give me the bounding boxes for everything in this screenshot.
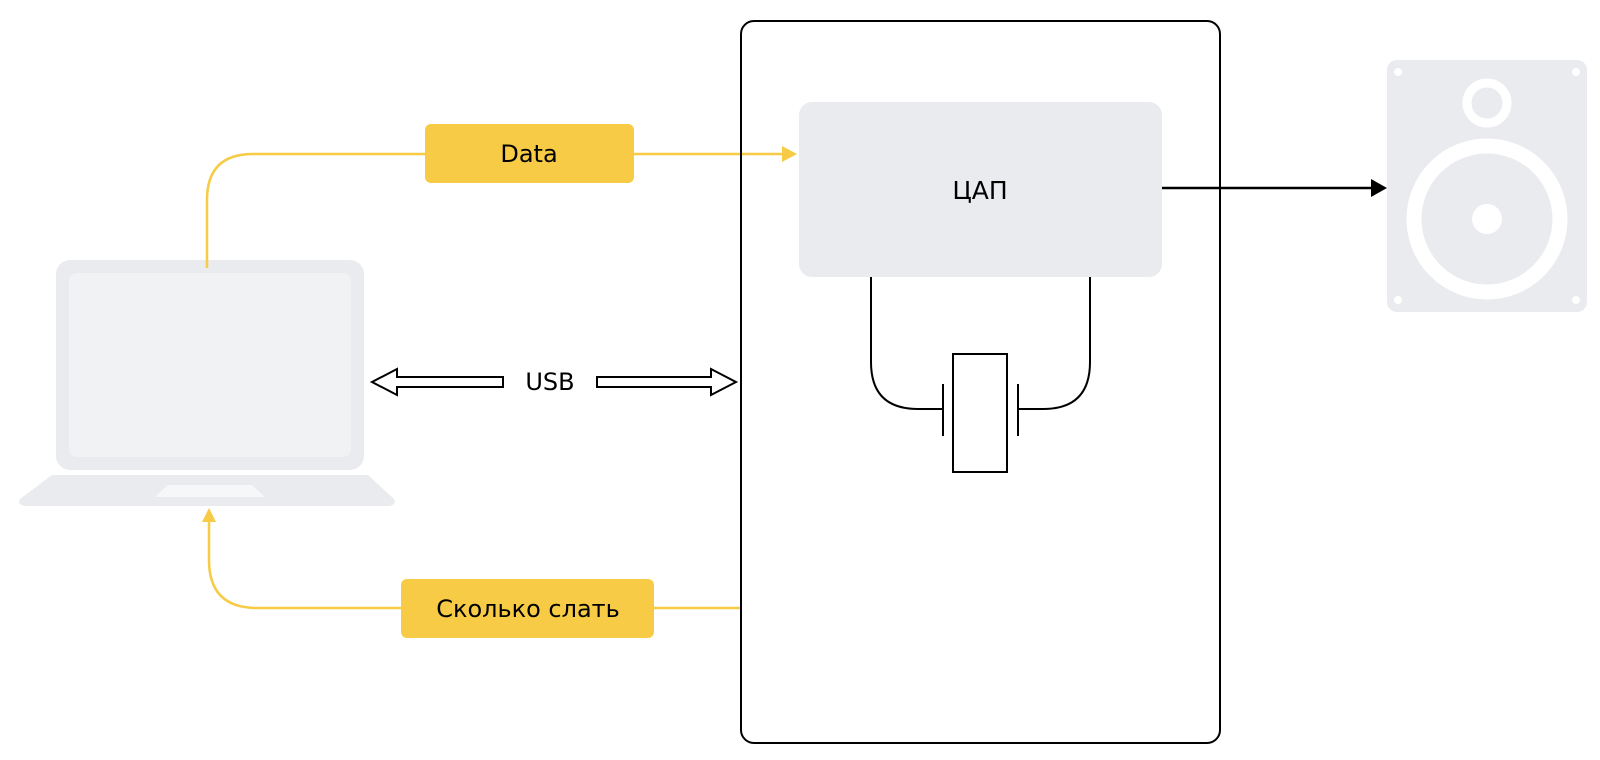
output-arrowhead bbox=[1371, 179, 1387, 197]
data-badge bbox=[425, 124, 634, 183]
feedback-label: Сколько слать bbox=[436, 595, 620, 623]
feedback-badge bbox=[401, 579, 654, 638]
data-connector: Data bbox=[205, 124, 797, 268]
feedback-arrowhead bbox=[202, 508, 216, 522]
data-arrowhead bbox=[782, 146, 797, 162]
data-label: Data bbox=[500, 140, 557, 168]
feedback-connector: Сколько слать bbox=[202, 508, 740, 638]
speaker-icon bbox=[1387, 60, 1587, 312]
laptop-icon bbox=[19, 260, 395, 506]
crystal-oscillator-icon bbox=[870, 277, 1091, 473]
usb-label: USB bbox=[525, 368, 574, 396]
usb-connector: USB bbox=[369, 367, 739, 397]
dac-label: ЦАП bbox=[952, 176, 1007, 205]
device-enclosure bbox=[740, 20, 1221, 744]
dac-block: ЦАП bbox=[799, 102, 1162, 277]
output-connector bbox=[1162, 179, 1387, 197]
